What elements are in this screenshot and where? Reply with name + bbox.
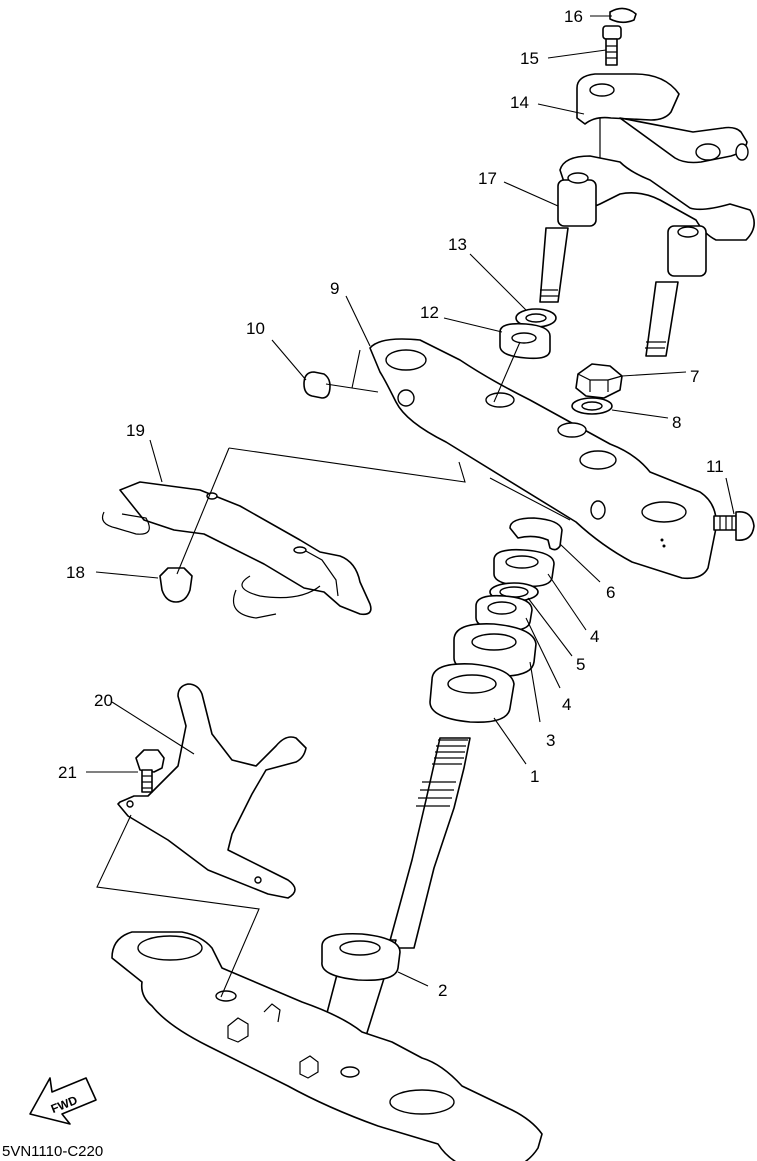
part-1-bearing [429, 663, 515, 724]
fwd-direction-arrow: FWD [29, 1077, 97, 1125]
callout-leaders [86, 15, 735, 987]
callout-11: 11 [706, 457, 724, 476]
part-14-handlebar-upper-holder [576, 73, 749, 164]
part-4-ring-nut-upper [493, 548, 555, 588]
part-7-nut [575, 363, 623, 399]
callout-18: 18 [66, 563, 85, 582]
part-16-cap [609, 7, 637, 24]
callout-3: 3 [546, 731, 555, 750]
diagram-code: 5VN1110-C220 [2, 1143, 103, 1160]
callout-20: 20 [94, 691, 113, 710]
callout-12: 12 [420, 303, 439, 322]
callout-4b: 4 [562, 695, 571, 714]
callout-5: 5 [576, 655, 585, 674]
assembly-guide-lines [96, 341, 571, 998]
part-13-washer [515, 308, 557, 328]
part-20-bracket [117, 683, 307, 899]
callout-14: 14 [510, 93, 529, 112]
part-15-bolt [602, 25, 622, 66]
part-9-upper-bracket [369, 338, 717, 580]
callout-10: 10 [246, 319, 265, 338]
callout-8: 8 [672, 413, 681, 432]
callout-21: 21 [58, 763, 77, 782]
callout-13: 13 [448, 235, 467, 254]
callout-19: 19 [126, 421, 145, 440]
part-8-washer [571, 397, 613, 415]
callout-labels: 16 15 14 17 13 12 9 10 7 8 11 19 18 6 4 … [58, 7, 724, 1000]
lower-bracket [111, 931, 543, 1161]
callout-1: 1 [530, 767, 539, 786]
part-10-cap [303, 371, 331, 399]
steering-stem [321, 737, 471, 1037]
callout-2: 2 [438, 981, 447, 1000]
callout-7: 7 [690, 367, 699, 386]
callout-17: 17 [478, 169, 497, 188]
part-21-bolt [135, 749, 165, 793]
part-6-lock-washer [509, 517, 563, 551]
part-19-cable-guide [101, 481, 372, 619]
part-11-bolt [713, 510, 755, 542]
callout-9: 9 [330, 279, 339, 298]
callout-16: 16 [564, 7, 583, 26]
part-4-ring-nut-lower [475, 594, 533, 632]
part-2-bearing-lower [321, 932, 401, 982]
callout-15: 15 [520, 49, 539, 68]
part-17-handlebar-lower-holder [539, 155, 755, 357]
callout-4a: 4 [590, 627, 599, 646]
part-3-bearing-cover [453, 623, 537, 678]
part-18-nut [159, 567, 193, 603]
part-12-damper [499, 322, 551, 360]
callout-6: 6 [606, 583, 615, 602]
